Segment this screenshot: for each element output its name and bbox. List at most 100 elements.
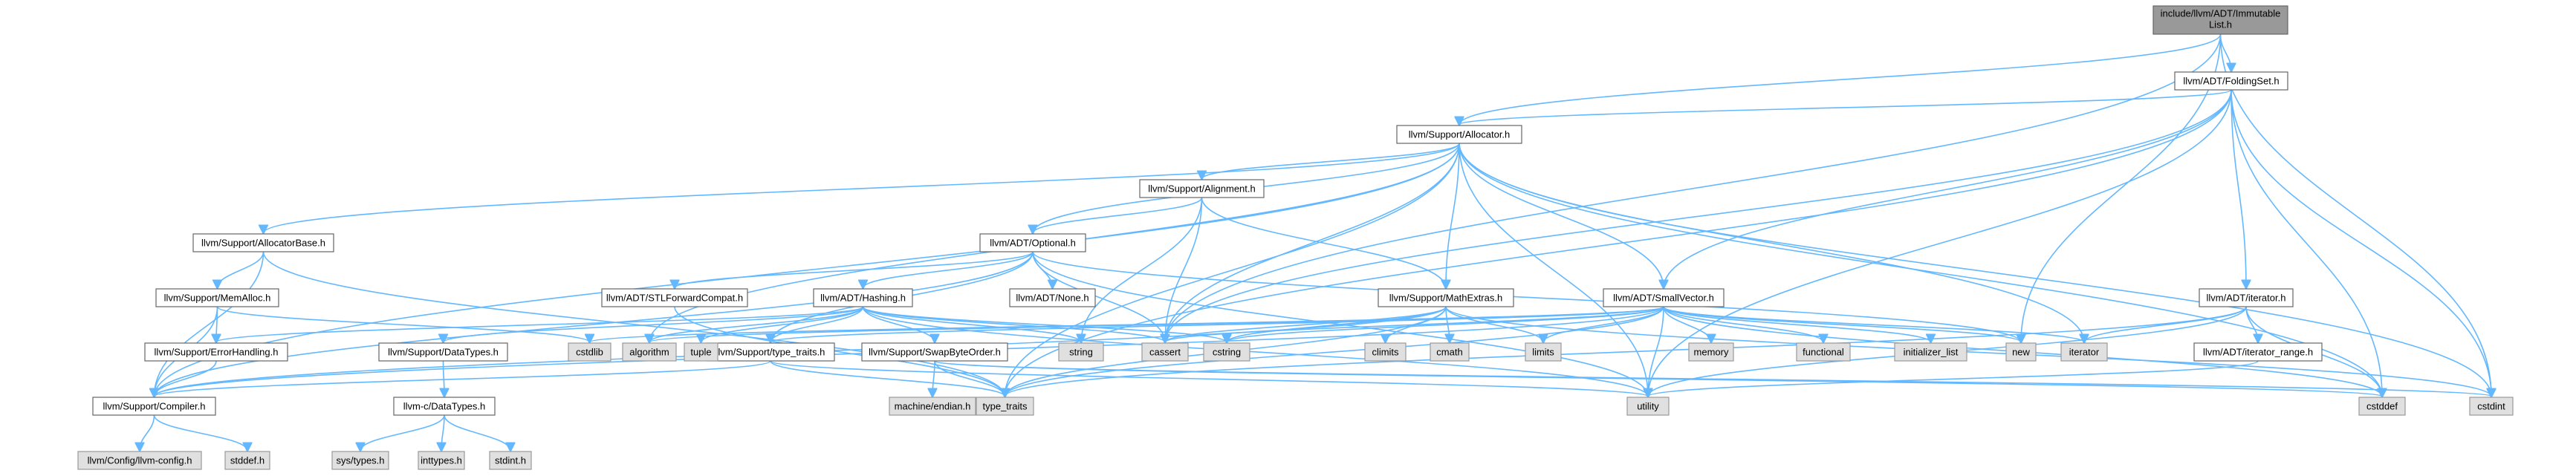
node-box-cdatatypes [393,397,496,416]
edge-typetraitsh-to-utility [770,360,1648,397]
edge-allocator-to-allocatorbase [264,143,1460,233]
node-label-endian: machine/endian.h [895,400,971,411]
edge-foldingset-to-cstddef [2231,89,2382,397]
edge-foldingset-to-utility [1648,89,2232,397]
edge-cdatatypes-to-systypes [360,414,445,451]
node-box-cstdlib [568,342,611,362]
node-allocator[interactable]: llvm/Support/Allocator.h [1396,125,1522,144]
node-box-cstdint [2469,397,2514,416]
edge-hashing-to-datatypes [444,306,864,342]
node-label-cstdint: cstdint [2477,400,2505,411]
edge-foldingset-to-cstdint [2231,89,2491,397]
edge-hashing-to-utility [862,306,1649,397]
node-label-systypes: sys/types.h [336,454,384,466]
node-cstddef: cstddef [2358,397,2406,416]
node-type_traits: type_traits [976,397,1034,416]
node-compiler[interactable]: llvm/Support/Compiler.h [92,397,216,416]
node-cdatatypes[interactable]: llvm-c/DataTypes.h [393,397,496,416]
node-optional[interactable]: llvm/ADT/Optional.h [979,233,1086,252]
node-box-datatypes [378,342,508,362]
node-stddef: stddef.h [224,451,270,470]
node-box-initlist [1894,342,1967,362]
edge-alignment-to-mathextras [1201,197,1447,288]
node-memalloc[interactable]: llvm/Support/MemAlloc.h [155,288,279,307]
edge-root-to-cassert [1165,33,2222,342]
edge-cdatatypes-to-inttypes [441,414,444,451]
node-alignment[interactable]: llvm/Support/Alignment.h [1139,179,1265,198]
node-label-inttypes: inttypes.h [421,454,462,466]
node-label-functional: functional [1803,346,1844,357]
node-string: string [1058,342,1104,362]
edge-hashing-to-cstring [862,306,1227,342]
node-label-memalloc: llvm/Support/MemAlloc.h [164,292,271,303]
node-cstdint: cstdint [2469,397,2514,416]
edge-optional-to-cassert [1032,251,1165,342]
node-foldingset[interactable]: llvm/ADT/FoldingSet.h [2174,71,2288,91]
edge-allocator-to-type_traits [1005,143,1460,397]
node-systypes: sys/types.h [331,451,389,470]
node-mathextras[interactable]: llvm/Support/MathExtras.h [1378,288,1514,307]
node-iteratorh[interactable]: llvm/ADT/iterator.h [2199,288,2294,307]
node-allocatorbase[interactable]: llvm/Support/AllocatorBase.h [192,233,334,252]
edge-allocatorbase-to-compiler [155,251,265,397]
node-smallvector[interactable]: llvm/ADT/SmallVector.h [1603,288,1725,307]
node-none[interactable]: llvm/ADT/None.h [1009,288,1096,307]
edge-smallvector-to-functional [1663,306,1823,342]
node-label-allocatorbase: llvm/Support/AllocatorBase.h [201,237,325,248]
node-errorhandling[interactable]: llvm/Support/ErrorHandling.h [144,342,288,362]
edge-mathextras-to-cassert [1165,306,1447,342]
edge-alignment-to-cassert [1165,197,1203,342]
node-functional: functional [1796,342,1851,362]
node-cstdlib: cstdlib [568,342,611,362]
edge-typetraitsh-to-type_traits [770,360,1005,397]
edge-hashing-to-tuple [701,306,864,342]
edge-foldingset-to-smallvector [1664,89,2232,288]
node-label-type_traits: type_traits [983,400,1028,411]
edge-mathextras-to-cstring [1227,306,1447,342]
node-box-none [1009,288,1096,307]
node-label-iteratorh: llvm/ADT/iterator.h [2207,292,2286,303]
node-utility: utility [1626,397,1670,416]
node-label-allocator: llvm/Support/Allocator.h [1409,128,1511,140]
node-stdint: stdint.h [489,451,532,470]
node-limits: limits [1525,342,1562,362]
node-label-root-line1: include/llvm/ADT/Immutable [2161,7,2281,19]
edge-optional-to-stlforward [675,251,1034,288]
node-stlforward[interactable]: llvm/ADT/STLForwardCompat.h [601,288,748,307]
node-box-iteratorh [2199,288,2294,307]
node-box-new [2005,342,2037,362]
edge-allocator-to-alignment [1202,143,1460,179]
edge-hashing-to-errorhandling [216,306,864,342]
node-label-utility: utility [1637,400,1659,411]
node-datatypes[interactable]: llvm/Support/DataTypes.h [378,342,508,362]
node-box-cstring [1203,342,1250,362]
edge-smallvector-to-new [1663,306,2021,342]
edge-allocatorbase-to-memalloc [218,251,265,288]
node-hashing[interactable]: llvm/ADT/Hashing.h [813,288,913,307]
node-label-cstring: cstring [1213,346,1241,357]
node-box-compiler [92,397,216,416]
node-label-stlforward: llvm/ADT/STLForwardCompat.h [606,292,743,303]
node-box-functional [1796,342,1851,362]
node-box-string [1058,342,1104,362]
edge-smallvector-to-typetraitsh [770,306,1664,342]
node-typetraitsh[interactable]: llvm/Support/type_traits.h [706,342,835,362]
node-label-memory: memory [1694,346,1729,357]
edge-allocator-to-mathextras [1446,143,1460,288]
node-label-new: new [2012,346,2030,357]
edge-hashing-to-string [862,306,1082,342]
edge-root-to-cstdint [2219,33,2492,397]
edge-optional-to-new [1032,251,2021,342]
edge-iteratorrange-to-utility [1648,360,2259,397]
node-cassert: cassert [1141,342,1189,362]
node-iteratorrange[interactable]: llvm/ADT/iterator_range.h [2193,342,2323,362]
edge-smallvector-to-cstring [1227,306,1664,342]
node-box-foldingset [2174,71,2288,91]
node-box-allocatorbase [192,233,334,252]
node-box-memory [1688,342,1734,362]
node-label-optional: llvm/ADT/Optional.h [990,237,1076,248]
node-swapbyteorder[interactable]: llvm/Support/SwapByteOrder.h [861,342,1008,362]
node-box-optional [979,233,1086,252]
node-box-stlforward [601,288,748,307]
